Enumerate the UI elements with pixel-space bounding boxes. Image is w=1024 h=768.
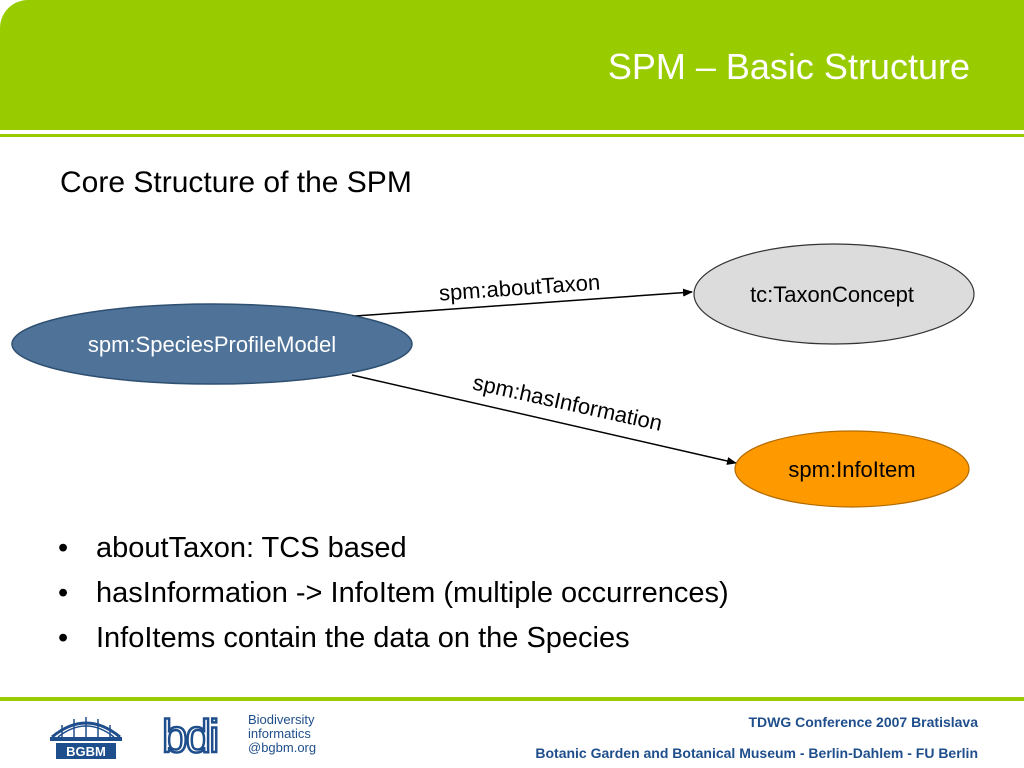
bdi-logo-caption: Biodiversity informatics @bgbm.org bbox=[248, 713, 316, 755]
bdi-line: informatics bbox=[248, 726, 311, 741]
header-divider bbox=[0, 134, 1024, 137]
bdi-logo: bdi bbox=[161, 710, 221, 758]
bullet-text: InfoItems contain the data on the Specie… bbox=[96, 622, 630, 654]
species-profile-model-node bbox=[11, 303, 413, 385]
info-item-node bbox=[734, 430, 970, 508]
species-profile-model-label: spm:SpeciesProfileModel bbox=[88, 332, 336, 357]
has-information-label: spm:hasInformation bbox=[471, 370, 665, 436]
bdi-line: @bgbm.org bbox=[248, 740, 317, 755]
bullet-item: • InfoItems contain the data on the Speci… bbox=[58, 618, 729, 663]
taxon-concept-node bbox=[693, 243, 975, 345]
bullet-text: hasInformation -> InfoItem (multiple occ… bbox=[96, 577, 729, 609]
taxon-concept-label: tc:TaxonConcept bbox=[750, 282, 914, 307]
footer-conference: TDWG Conference 2007 Bratislava bbox=[748, 714, 978, 730]
footer-institution: Botanic Garden and Botanical Museum - Be… bbox=[535, 745, 978, 761]
bullet-glyph: • bbox=[58, 532, 69, 564]
bgbm-logo-text: BGBM bbox=[66, 744, 106, 759]
bullet-glyph: • bbox=[58, 577, 69, 609]
bdi-logo-letters: bdi bbox=[162, 710, 217, 758]
bgbm-logo: BGBM bbox=[50, 717, 122, 759]
bullet-item: • hasInformation -> InfoItem (multiple oc… bbox=[58, 573, 729, 618]
info-item-label: spm:InfoItem bbox=[788, 457, 915, 482]
bullet-item: • aboutTaxon: TCS based bbox=[58, 528, 729, 573]
bdi-line: Biodiversity bbox=[248, 712, 315, 727]
title-bar bbox=[0, 0, 1024, 130]
slide-subtitle: Core Structure of the SPM bbox=[60, 166, 412, 199]
about-taxon-arrow bbox=[354, 288, 693, 317]
has-information-arrow bbox=[351, 374, 737, 465]
bullet-glyph: • bbox=[58, 622, 69, 654]
bullet-text: aboutTaxon: TCS based bbox=[96, 532, 407, 564]
footer-divider bbox=[0, 697, 1024, 701]
bullet-list: • aboutTaxon: TCS based • hasInformation -… bbox=[58, 528, 729, 663]
slide-title: SPM – Basic Structure bbox=[607, 46, 970, 87]
